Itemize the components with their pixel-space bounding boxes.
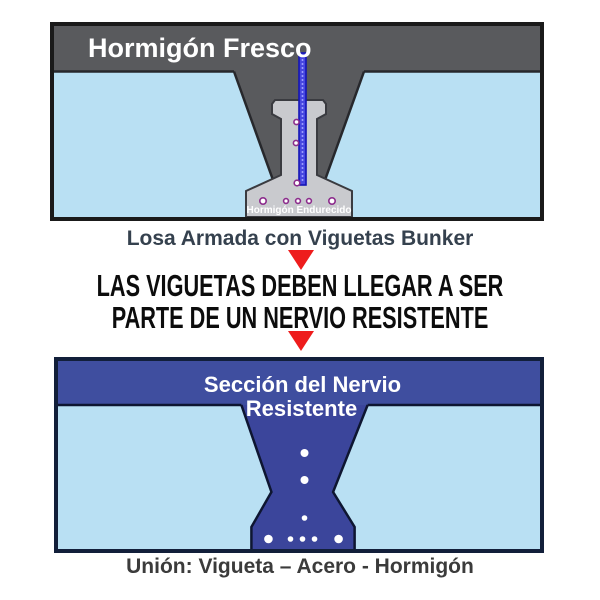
rebar-dot	[293, 118, 300, 126]
rebar-dot	[282, 197, 290, 205]
rebar-dot	[264, 534, 273, 544]
rebar-dot	[327, 197, 336, 206]
headline-line-1: LAS VIGUETAS DEBEN LLEGAR A SER	[96, 268, 504, 303]
rebar-dot	[300, 476, 309, 484]
joist-rebar-dots	[258, 118, 336, 206]
rebar-dot	[293, 179, 301, 187]
headline: LAS VIGUETAS DEBEN LLEGAR A SER PARTE DE…	[0, 270, 600, 334]
rebar-dot	[311, 536, 318, 542]
fresh-concrete-label: Hormigón Fresco	[88, 33, 312, 63]
nervio-drawing: Sección del Nervio Resistente	[58, 361, 540, 549]
fresh-concrete-diagram: Hormigón Fresco Hormigón Endurecido	[50, 22, 544, 221]
down-arrow-icon	[288, 250, 314, 270]
nervio-rebar-dots	[264, 449, 343, 544]
nervio-band	[58, 361, 540, 405]
nervio-resistente-diagram: Sección del Nervio Resistente	[54, 357, 544, 553]
rebar-dot	[294, 197, 302, 205]
fresh-concrete-band	[54, 26, 540, 72]
fresh-concrete-drawing: Hormigón Fresco Hormigón Endurecido	[54, 26, 540, 217]
rebar-dot	[299, 536, 306, 542]
rebar-dot	[258, 197, 267, 206]
concrete-boundary-lines	[54, 70, 540, 181]
top-caption: Losa Armada con Viguetas Bunker	[126, 227, 474, 250]
rebar-dot	[301, 515, 308, 521]
rebar-dot	[334, 534, 343, 544]
rebar-dot	[287, 536, 294, 542]
nervio-label-line-2: Resistente	[246, 396, 357, 421]
nervio-label-line-1: Sección del Nervio	[204, 372, 401, 397]
down-arrow-icon	[288, 331, 314, 351]
bottom-caption: Unión: Vigueta – Acero - Hormigón	[126, 555, 474, 578]
rebar-dot	[300, 449, 309, 457]
rebar-dot	[292, 139, 300, 147]
hardened-concrete-label: Hormigón Endurecido	[247, 205, 352, 216]
rebar-dot	[305, 197, 313, 205]
nervio-boundary-lines	[58, 403, 540, 549]
headline-line-2: PARTE DE UN NERVIO RESISTENTE	[111, 300, 489, 335]
